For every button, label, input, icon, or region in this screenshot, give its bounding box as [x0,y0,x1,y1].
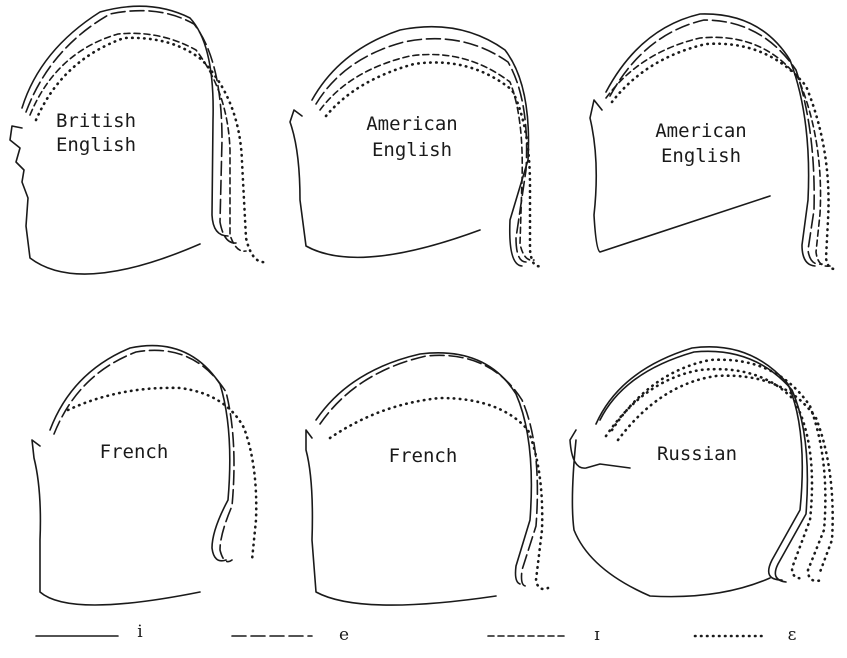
contour-e [610,20,822,264]
panel-american-english-2: American English [590,14,838,269]
panel-label-line1: British [56,110,136,132]
panel-french-2: French [306,353,548,605]
panel-british-english: British English [10,6,266,274]
legend-item-E: ɛ [695,625,797,645]
contour-E-2 [618,376,833,572]
contour-E [326,62,540,266]
legend-item-e: e [232,625,349,645]
legend: i e ɪ ɛ [36,622,797,645]
panel-label-line1: American [655,120,747,142]
panel-american-english-1: American English [290,27,540,266]
legend-item-i: i [36,622,143,642]
contour-e [320,355,537,586]
contour-i [316,353,531,584]
contour-E [330,398,548,589]
panel-label-line2: English [56,134,136,156]
legend-label: ɪ [594,625,600,645]
panel-label: Russian [657,443,737,465]
panel-label-line2: English [661,145,741,167]
panel-label: French [389,445,458,467]
legend-label: i [137,622,143,642]
contour-E [68,388,256,560]
panel-label: French [100,441,169,463]
contour-I [606,369,812,578]
panel-russian: Russian [570,347,833,597]
legend-item-I: ɪ [488,625,600,645]
legend-label: ɛ [788,625,797,645]
head-outline [32,440,200,605]
panel-label-line1: American [366,113,458,135]
legend-label: e [339,625,349,645]
panel-french-1: French [32,346,256,605]
panel-label-line2: English [372,139,452,161]
